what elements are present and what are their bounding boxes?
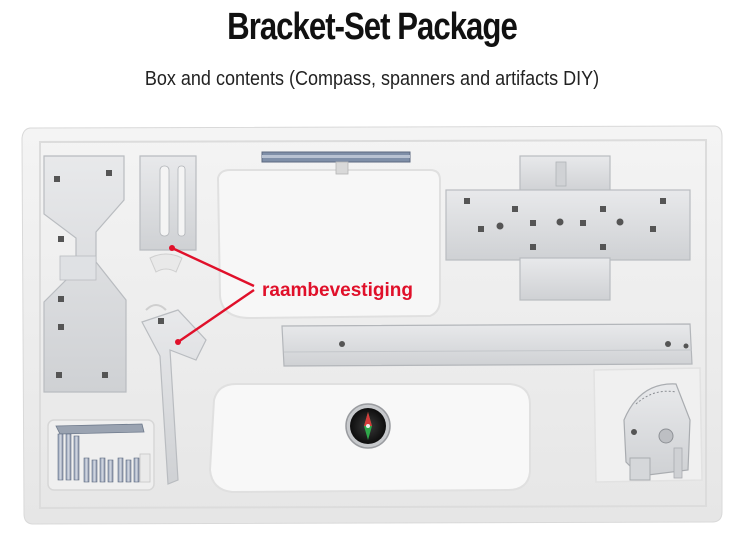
package-photo: raambevestiging [21,125,723,525]
angle-bracket [141,304,207,485]
top-rail [261,151,411,175]
left-bracket [43,155,127,393]
hardware-pocket [47,419,155,491]
mounting-plate [445,155,691,301]
page-subtitle: Box and contents (Compass, spanners and … [144,68,600,90]
page-title: Bracket-Set Package [227,6,518,48]
support-arm [281,323,693,367]
hinge-bracket [623,383,691,481]
callout-label: raambevestiging [262,280,413,301]
compass [345,403,391,449]
callout-arrows [169,245,255,345]
slotted-plate [139,155,197,273]
